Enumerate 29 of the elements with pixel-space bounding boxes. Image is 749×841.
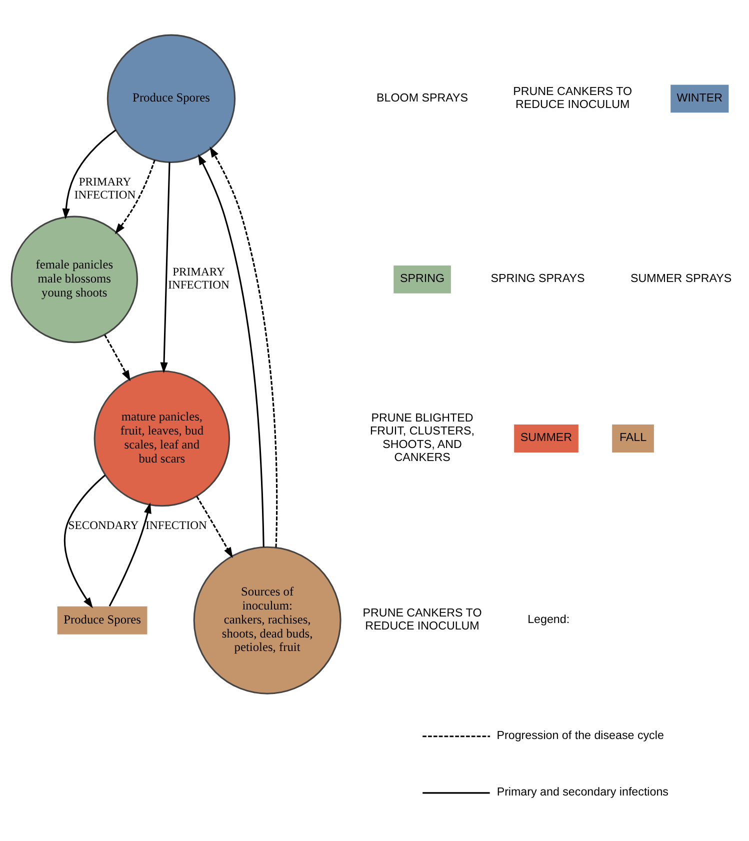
edge-label: INFECTION bbox=[146, 518, 207, 532]
node-circle: Produce Spores bbox=[106, 34, 236, 162]
label: FALL bbox=[619, 430, 647, 444]
arrow bbox=[196, 495, 233, 558]
edge-label: PRIMARY INFECTION bbox=[74, 174, 136, 202]
arrow bbox=[62, 128, 116, 219]
arrow bbox=[198, 154, 264, 547]
legend-label: Progression of the disease cycle bbox=[496, 728, 664, 742]
arrow bbox=[108, 502, 152, 606]
legend-label: Primary and secondary infections bbox=[496, 785, 668, 798]
arrow bbox=[64, 474, 106, 608]
arrow bbox=[114, 159, 156, 234]
label: Legend: bbox=[528, 612, 570, 626]
label: BLOOM SPRAYS bbox=[376, 90, 468, 104]
node-circle: female panicles male blossoms young shoots bbox=[10, 215, 138, 343]
edge-label: SECONDARY bbox=[68, 518, 139, 532]
label: SUMMER bbox=[520, 430, 572, 444]
arrow bbox=[104, 334, 131, 381]
label: SUMMER SPRAYS bbox=[630, 272, 732, 285]
label: PRUNE CANKERS TO REDUCE INOCULUM bbox=[362, 606, 482, 632]
label: WINTER bbox=[676, 90, 723, 104]
label: PRUNE CANKERS TO REDUCE INOCULUM bbox=[513, 84, 632, 110]
node-box: Produce Spores bbox=[57, 606, 148, 634]
label: SPRING SPRAYS bbox=[490, 272, 585, 285]
arrow bbox=[210, 146, 278, 547]
label: SPRING bbox=[400, 272, 445, 285]
edge-label: PRIMARY INFECTION bbox=[168, 265, 230, 292]
label: PRUNE BLIGHTED FRUIT, CLUSTERS, SHOOTS, AND CANKERS bbox=[370, 410, 475, 464]
arrow bbox=[160, 162, 170, 373]
